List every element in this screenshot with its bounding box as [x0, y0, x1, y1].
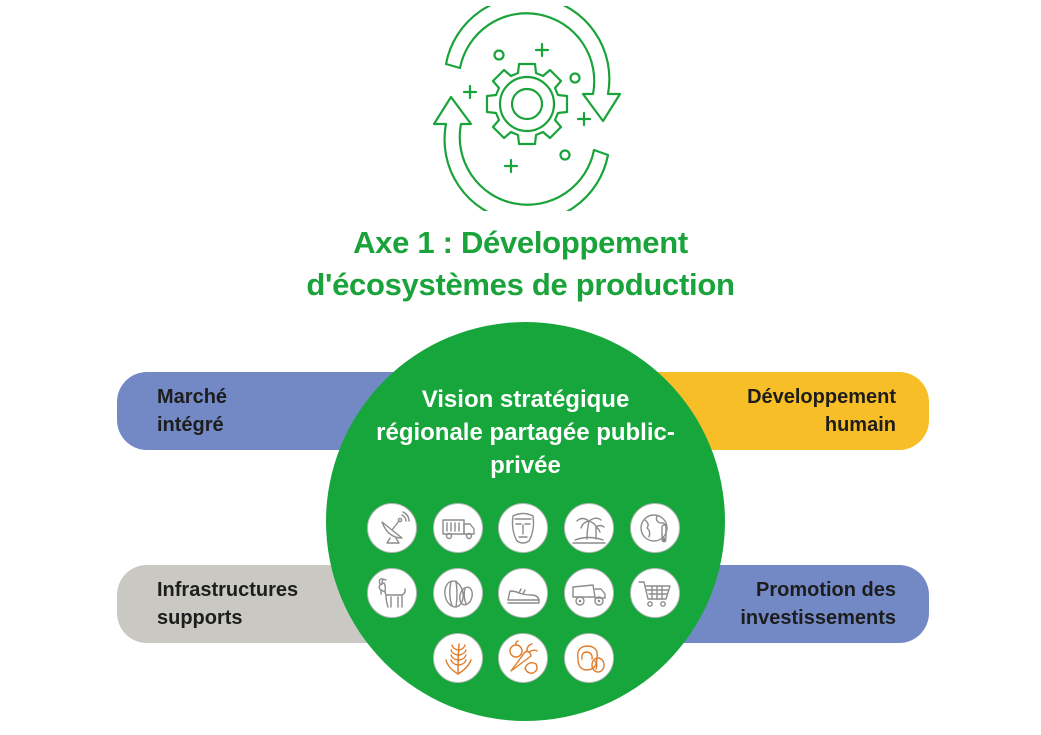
satellite-dish-icon — [381, 511, 410, 544]
truck-icon — [442, 519, 475, 540]
shoe-icon — [507, 588, 540, 604]
pill-label-line-2: intégré — [157, 414, 224, 436]
mask-badge — [498, 503, 548, 553]
page-title: Axe 1 : Développement d'écosystèmes de p… — [0, 222, 1041, 306]
cereal-badge — [433, 633, 483, 683]
shopping-cart-badge — [630, 568, 680, 618]
ecosystem-cycle-icon — [432, 6, 622, 211]
pill-label-line-1: Développement — [747, 386, 896, 408]
mining-truck-icon — [572, 584, 606, 606]
cereal-icon — [445, 643, 472, 675]
palm-island-badge — [564, 503, 614, 553]
vegetables-badge — [498, 633, 548, 683]
vision-statement: Vision stratégique régionale partagée pu… — [326, 383, 725, 482]
vision-line-3: privée — [490, 452, 561, 479]
pill-label-line-2: investissements — [740, 607, 896, 629]
pill-label-line-1: Marché — [157, 386, 228, 408]
mining-truck-badge — [564, 568, 614, 618]
cocoa-pod-badge — [433, 568, 483, 618]
climate-globe-badge — [630, 503, 680, 553]
palm-island-icon — [572, 517, 606, 544]
vegetables-icon — [509, 640, 538, 674]
title-line-2: d'écosystèmes de production — [306, 267, 735, 302]
truck-badge — [433, 503, 483, 553]
goat-badge — [367, 568, 417, 618]
cocoa-pod-icon — [444, 580, 473, 608]
mask-icon — [511, 512, 535, 544]
title-line-1: Axe 1 : Développement — [353, 225, 688, 260]
pill-label-line-1: Infrastructures — [157, 579, 299, 601]
shopping-cart-icon — [638, 581, 671, 607]
pill-label-line-2: supports — [157, 607, 243, 629]
goat-icon — [378, 578, 406, 608]
satellite-dish-badge — [367, 503, 417, 553]
climate-globe-icon — [640, 514, 668, 543]
pill-label-line-2: humain — [824, 414, 896, 436]
vision-line-1: Vision stratégique — [421, 386, 630, 413]
vision-line-2: régionale partagée public- — [376, 419, 675, 446]
shoe-badge — [498, 568, 548, 618]
nuts-icon — [577, 645, 605, 673]
nuts-badge — [564, 633, 614, 683]
pill-label-line-1: Promotion des — [755, 579, 896, 601]
